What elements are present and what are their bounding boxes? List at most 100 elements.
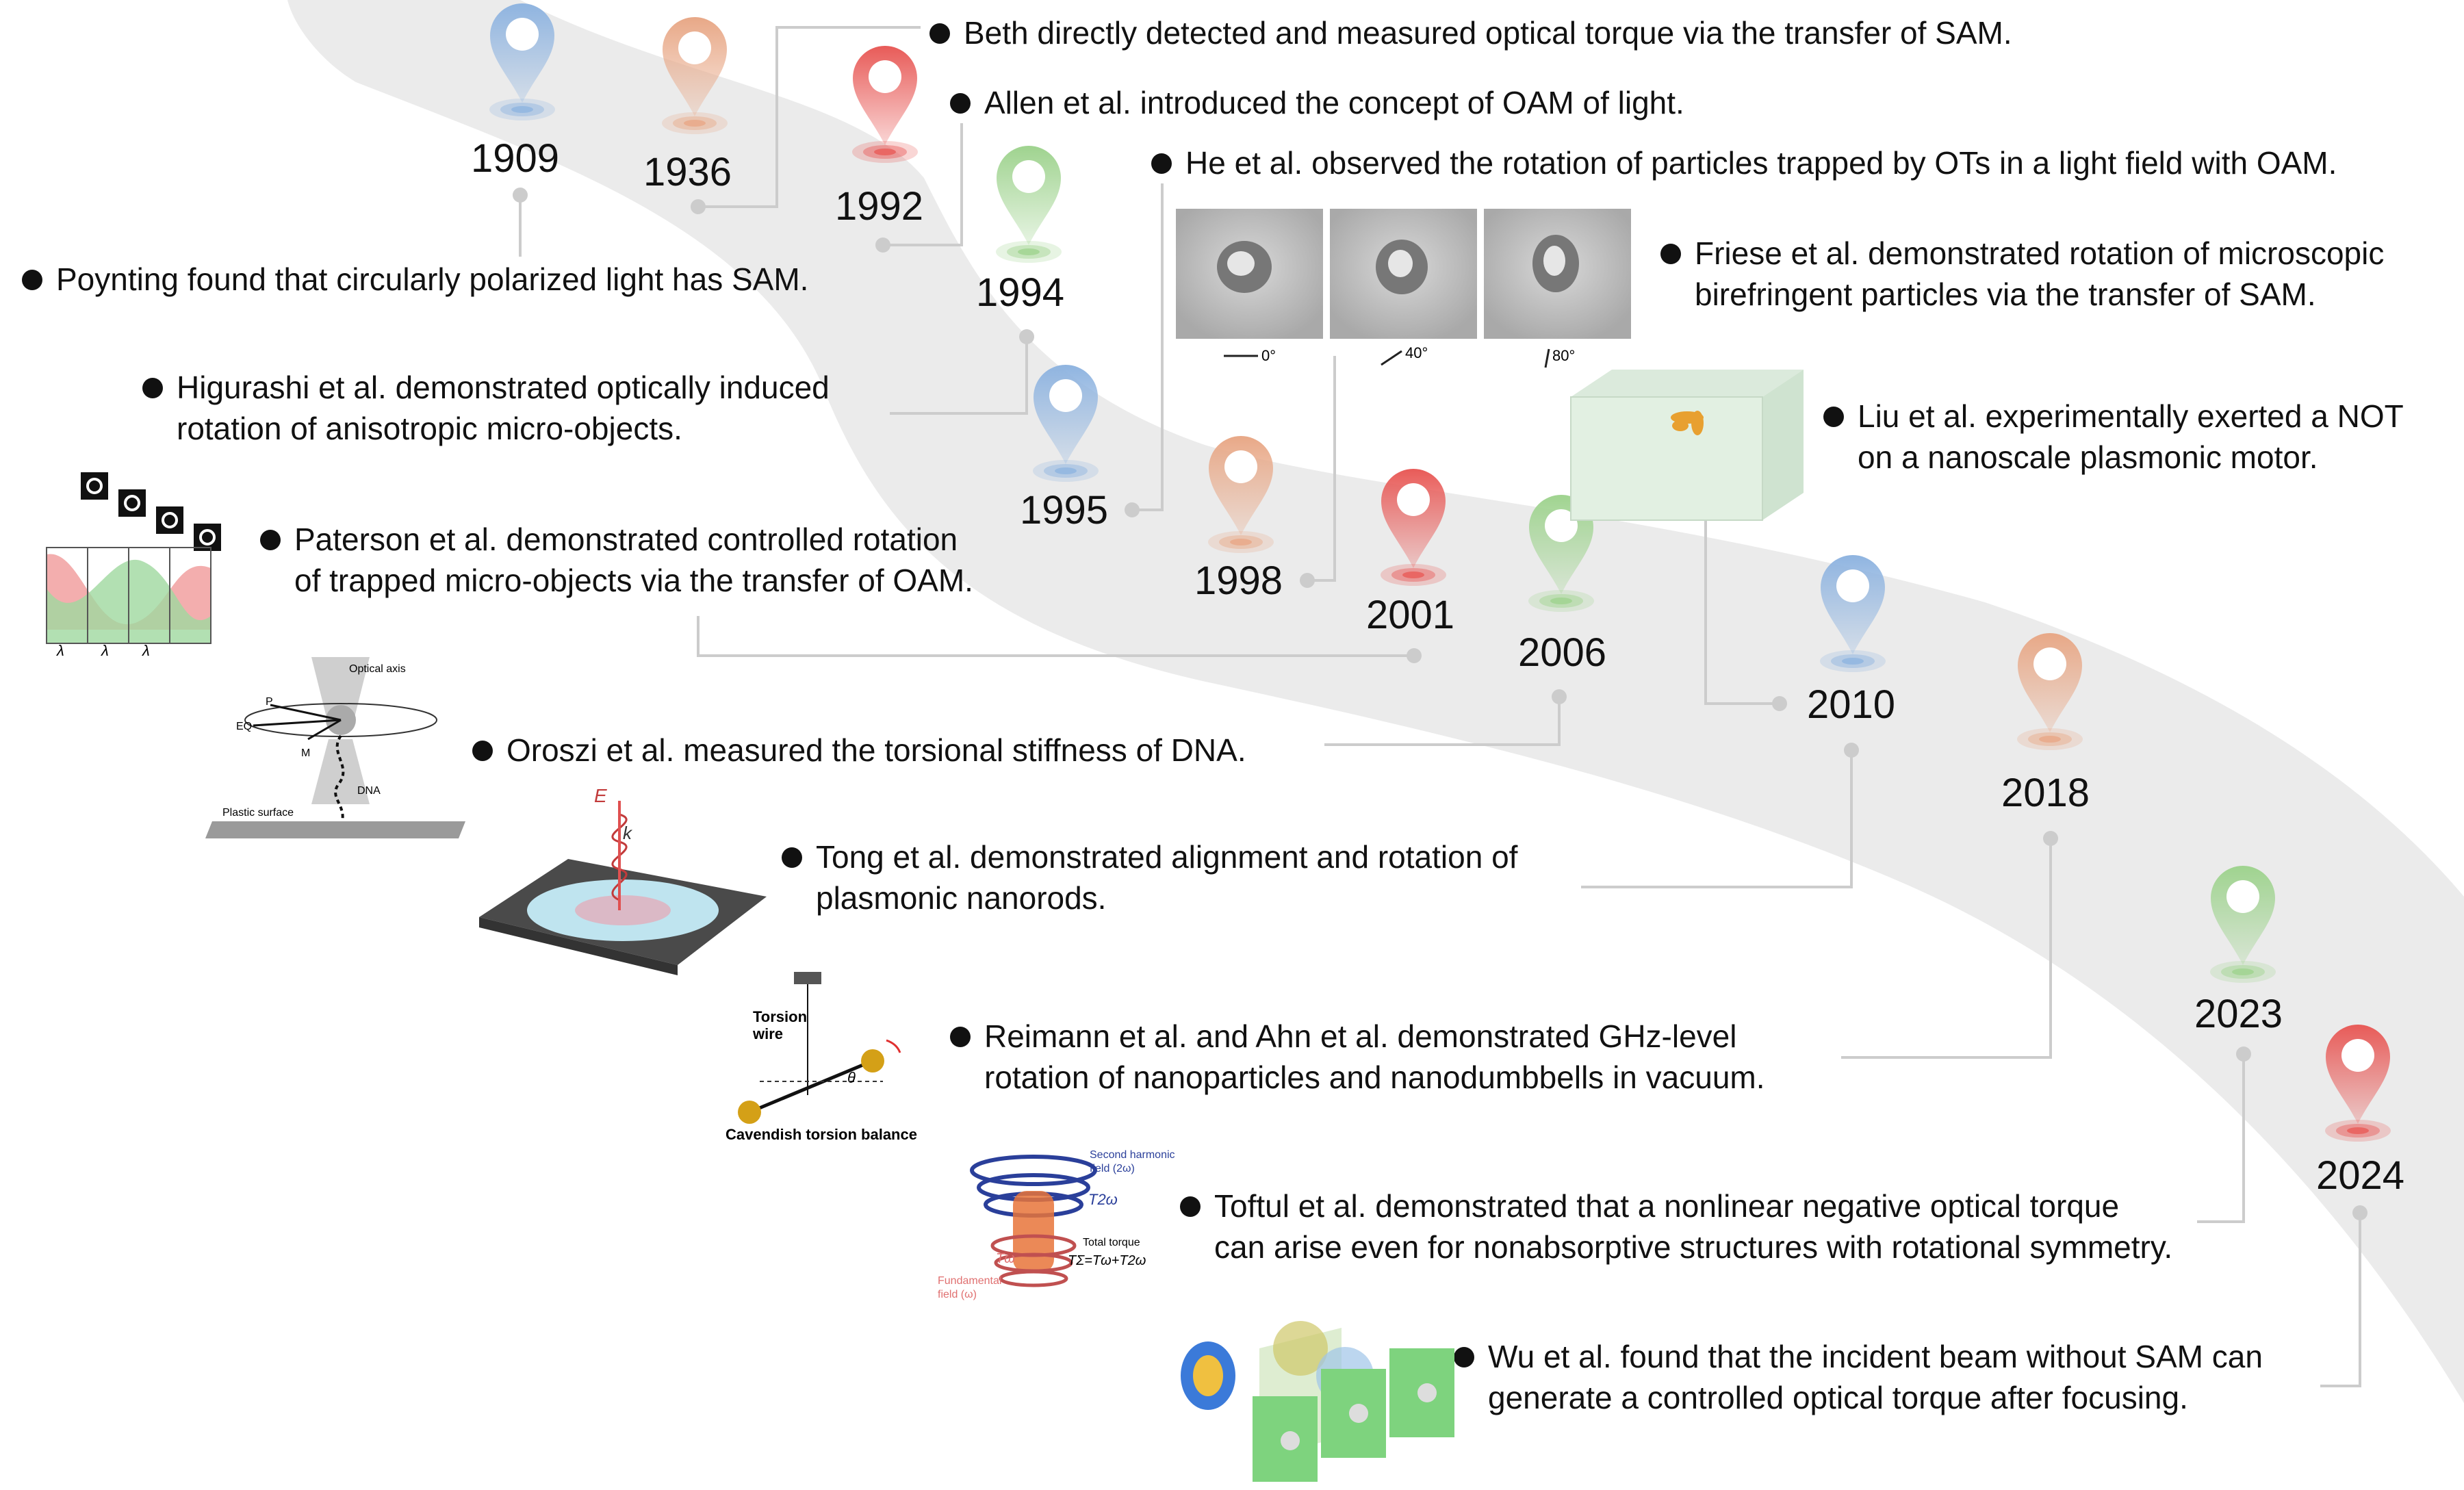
location-pin-icon-1994 (996, 146, 1062, 263)
event-oroszi: Oroszi et al. measured the torsional sti… (472, 730, 1246, 771)
location-pin-icon-2018 (2017, 633, 2083, 750)
bullet-icon (950, 93, 971, 114)
year-1994: 1994 (976, 270, 1065, 315)
year-2001: 2001 (1366, 593, 1455, 637)
bullet-icon (22, 270, 42, 290)
connector-2006 (1324, 697, 1561, 746)
location-pin-icon-2023 (2210, 866, 2276, 983)
bullet-icon (1151, 153, 1172, 174)
event-he: He et al. observed the rotation of parti… (1151, 142, 2337, 183)
connector-2024 (2320, 1213, 2361, 1387)
event-higurashi: Higurashi et al. demonstrated optically … (142, 367, 830, 449)
figure-wu-focusing (1181, 1321, 1454, 1482)
location-pin-icon-2010 (1820, 555, 1886, 672)
plastic-surface-label: Plastic surface (222, 807, 294, 819)
year-2018: 2018 (2001, 771, 2090, 815)
figure-tong-nanorods: E k (479, 785, 767, 975)
location-pin-icon-1909 (489, 3, 555, 120)
bullet-icon (1454, 1347, 1474, 1367)
figure-paterson-oam: λ λ λ (46, 472, 221, 659)
bullet-icon (1180, 1196, 1201, 1217)
event-poynting: Poynting found that circularly polarized… (22, 259, 808, 300)
year-2010: 2010 (1807, 682, 1896, 727)
cavendish-caption: Cavendish torsion balance (726, 1126, 917, 1143)
torsion-label: Torsion (753, 1008, 807, 1025)
figure-liu-motor (1570, 370, 1804, 521)
angle-label-40: 40° (1405, 344, 1428, 361)
year-1909: 1909 (471, 136, 560, 181)
location-pin-icon-1998 (1208, 436, 1274, 553)
year-2024: 2024 (2316, 1153, 2405, 1198)
connector-1994 (890, 337, 1028, 415)
event-allen: Allen et al. introduced the concept of O… (950, 82, 1684, 123)
dna-label: DNA (357, 785, 381, 797)
lambda-label-1: λ (56, 642, 64, 659)
bullet-icon (142, 378, 163, 398)
oam-beam-profile-icons (81, 472, 221, 551)
fundamental-label: Fundamental (938, 1275, 1001, 1287)
connector-2010 (1704, 520, 1780, 705)
microscope-frame-2 (1330, 209, 1477, 339)
optical-axis-label: Optical axis (349, 663, 406, 675)
event-toftul: Toftul et al. demonstrated that a nonlin… (1180, 1185, 2172, 1268)
connector-dots (513, 188, 2367, 1220)
angle-label-80: 80° (1552, 347, 1575, 364)
eq-label: EQ (236, 721, 252, 732)
bullet-icon (1823, 407, 1844, 427)
connector-lines (519, 26, 2361, 1387)
event-tong: Tong et al. demonstrated alignment and r… (782, 836, 1517, 919)
fundamental-field-label: field (ω) (938, 1289, 977, 1300)
figure-he-particle-rotation: 0° 40° 80° (1176, 209, 1631, 368)
microscope-frame-1 (1176, 209, 1323, 339)
second-harmonic-label: Second harmonic (1090, 1149, 1175, 1161)
tw-label: Tω (996, 1251, 1015, 1266)
bullet-icon (950, 1027, 971, 1047)
year-2006: 2006 (1518, 630, 1607, 675)
bullet-icon (782, 847, 802, 868)
bullet-icon (1660, 244, 1681, 264)
connector-2018 (1841, 838, 2052, 1059)
connector-1936 (698, 26, 921, 208)
event-wu: Wu et al. found that the incident beam w… (1454, 1336, 2263, 1418)
lambda-label-3: λ (142, 642, 150, 659)
theta-label: θ (847, 1069, 856, 1086)
connector-1998 (1307, 356, 1336, 582)
p-label: P (266, 696, 273, 708)
event-friese: Friese et al. demonstrated rotation of m… (1660, 233, 2384, 315)
e-field-label: E (594, 785, 607, 806)
figure-toftul-torque: Second harmonic field (2ω) T2ω Total tor… (938, 1149, 1175, 1300)
wire-label: wire (752, 1025, 783, 1042)
connector-1992 (883, 123, 963, 246)
location-pin-icon-1995 (1033, 365, 1099, 482)
year-1995: 1995 (1020, 488, 1109, 532)
microscope-frame-3 (1484, 209, 1631, 339)
motor-icon (1671, 411, 1704, 435)
location-pin-icon-1992 (852, 46, 918, 163)
total-torque-equation: TΣ=Tω+T2ω (1068, 1253, 1146, 1268)
t2w-label: T2ω (1088, 1191, 1118, 1208)
connector-1995 (1132, 183, 1164, 511)
event-reimann: Reimann et al. and Ahn et al. demonstrat… (950, 1016, 1765, 1098)
event-paterson: Paterson et al. demonstrated controlled … (260, 519, 973, 601)
connector-2010-tong (1581, 750, 1853, 888)
angle-label-0: 0° (1261, 347, 1276, 364)
event-liu: Liu et al. experimentally exerted a NOT … (1823, 396, 2404, 478)
bullet-icon (929, 23, 950, 44)
total-torque-label: Total torque (1083, 1237, 1140, 1248)
m-label: M (301, 747, 310, 759)
second-harmonic-field-label: field (2ω) (1090, 1163, 1135, 1174)
location-pin-icon-2001 (1381, 469, 1446, 586)
lambda-label-2: λ (101, 642, 109, 659)
year-1998: 1998 (1194, 558, 1283, 603)
curved-band (287, 0, 2464, 1403)
figure-oroszi-dna: Optical axis P EQ M DNA Plastic surface (205, 657, 465, 838)
k-vector-label: k (623, 823, 633, 843)
event-beth: Beth directly detected and measured opti… (929, 12, 2012, 53)
year-1992: 1992 (835, 184, 924, 229)
location-pin-icon-2024 (2325, 1025, 2391, 1142)
connector-2001 (697, 616, 1414, 657)
connector-2023 (2197, 1054, 2245, 1223)
figure-cavendish-balance: Torsion wire θ Cavendish torsion balance (726, 972, 917, 1143)
location-pin-icon-1936 (662, 17, 728, 134)
